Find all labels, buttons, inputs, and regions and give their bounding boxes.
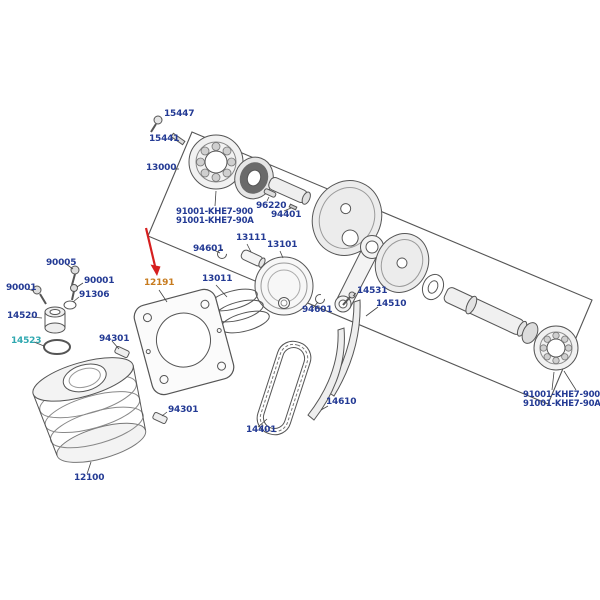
part-label-94401[interactable]: 94401 bbox=[271, 210, 302, 220]
piston-drawing bbox=[254, 256, 314, 316]
part-label-90005[interactable]: 90005 bbox=[46, 258, 77, 268]
bearing-right-drawing bbox=[533, 325, 579, 371]
bolt-90001-left-drawing bbox=[32, 285, 47, 305]
part-label-91001-bottom-b[interactable]: 91001-KHE7-90A bbox=[523, 399, 600, 409]
pin-15441-drawing bbox=[170, 132, 186, 146]
chain-guide-14610-drawing bbox=[307, 327, 345, 421]
part-label-15441[interactable]: 15441 bbox=[149, 134, 180, 144]
part-label-91001-top-a[interactable]: 91001-KHE7-900 bbox=[176, 207, 253, 217]
joint-14520-drawing bbox=[44, 306, 66, 334]
part-label-14401[interactable]: 14401 bbox=[246, 425, 277, 435]
circlip-94601-left-drawing bbox=[217, 249, 227, 259]
part-label-13101[interactable]: 13101 bbox=[267, 240, 298, 250]
highlight-arrow bbox=[144, 227, 161, 276]
bolt-14531-drawing bbox=[342, 291, 356, 306]
washer-91306-drawing bbox=[63, 300, 77, 310]
part-label-90001-left[interactable]: 90001 bbox=[6, 283, 37, 293]
crank-shaft-right-drawing bbox=[443, 287, 528, 337]
dowel-94301-lower-drawing bbox=[152, 412, 168, 424]
bearing-left-drawing bbox=[188, 134, 244, 190]
oring-14523-drawing bbox=[43, 339, 71, 355]
bolt-90005-drawing bbox=[70, 265, 80, 286]
shaft-end-drawing bbox=[521, 322, 539, 344]
part-label-90001-right[interactable]: 90001 bbox=[84, 276, 115, 286]
part-label-94601-right[interactable]: 94601 bbox=[302, 305, 333, 315]
oil-seal-drawing bbox=[234, 156, 274, 200]
part-label-14610[interactable]: 14610 bbox=[326, 397, 357, 407]
circlip-94601-right-drawing bbox=[315, 294, 325, 304]
crank-shaft-stub-drawing bbox=[268, 177, 311, 205]
key-94401-drawing bbox=[288, 203, 298, 211]
crank-web-left-drawing bbox=[311, 180, 383, 256]
part-label-13000[interactable]: 13000 bbox=[146, 163, 177, 173]
dowel-94301-upper-drawing bbox=[114, 346, 130, 358]
part-label-91306[interactable]: 91306 bbox=[79, 290, 110, 300]
part-label-13111[interactable]: 13111 bbox=[236, 233, 267, 243]
part-label-14531[interactable]: 14531 bbox=[357, 286, 388, 296]
cam-chain-drawing bbox=[256, 340, 312, 436]
part-label-13011[interactable]: 13011 bbox=[202, 274, 233, 284]
part-label-96220[interactable]: 96220 bbox=[256, 201, 287, 211]
bolt-90001-right-drawing bbox=[70, 284, 78, 301]
cylinder-body-drawing bbox=[32, 357, 147, 463]
part-label-14523[interactable]: 14523 bbox=[11, 336, 42, 346]
part-label-12100[interactable]: 12100 bbox=[74, 473, 105, 483]
spacer-ring-drawing bbox=[421, 273, 445, 301]
cylinder-gasket-drawing bbox=[133, 288, 235, 396]
part-label-91001-top-b[interactable]: 91001-KHE7-90A bbox=[176, 216, 254, 226]
part-label-14520[interactable]: 14520 bbox=[7, 311, 38, 321]
leader-lines bbox=[27, 168, 577, 475]
part-label-14510[interactable]: 14510 bbox=[376, 299, 407, 309]
part-label-91001-bottom-a[interactable]: 91001-KHE7-900 bbox=[523, 390, 600, 400]
roller-96220-drawing bbox=[263, 188, 277, 198]
part-label-94601-left[interactable]: 94601 bbox=[193, 244, 224, 254]
part-label-15447[interactable]: 15447 bbox=[164, 109, 195, 119]
crankshaft-assembly-box bbox=[147, 131, 593, 405]
screw-15447-drawing bbox=[150, 115, 163, 133]
piston-pin-drawing bbox=[240, 249, 266, 268]
crank-web-right-drawing bbox=[374, 233, 430, 293]
part-label-12191-highlighted[interactable]: 12191 bbox=[144, 278, 175, 288]
part-label-94301-lower[interactable]: 94301 bbox=[168, 405, 199, 415]
part-label-94301-upper[interactable]: 94301 bbox=[99, 334, 130, 344]
